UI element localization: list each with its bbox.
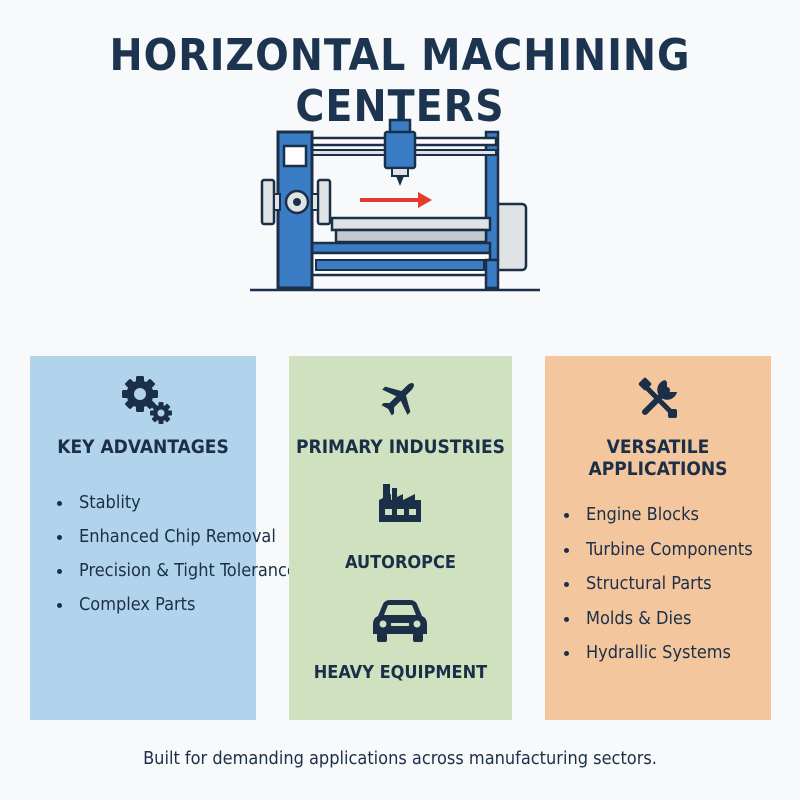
car-icon [373, 600, 427, 642]
industry-label-autoropce: AUTOROPCE [345, 552, 456, 573]
advantages-list: Stablity Enhanced Chip Removal Precision… [57, 486, 305, 622]
list-item: Precision & Tight Tolerances [57, 554, 305, 588]
list-item: Structural Parts [564, 567, 753, 602]
list-item: Molds & Dies [564, 602, 753, 637]
list-item: Engine Blocks [564, 498, 753, 533]
versatile-applications-heading: VERSATILE APPLICATIONS [588, 436, 728, 480]
key-advantages-panel: KEY ADVANTAGES Stablity Enhanced Chip Re… [30, 356, 305, 720]
list-item: Hydrallic Systems [564, 636, 753, 671]
versatile-applications-panel: VERSATILE APPLICATIONS Engine Blocks Tur… [545, 356, 771, 720]
footer-caption: Built for demanding applications across … [143, 748, 657, 769]
page-title: HORIZONTAL MACHINING CENTERS [109, 30, 691, 132]
airplane-icon [381, 383, 414, 416]
industry-label-heavy-equipment: HEAVY EQUIPMENT [313, 662, 488, 683]
wrench-screwdriver-icon [638, 377, 677, 418]
machining-center-illustration [250, 118, 540, 292]
primary-industries-panel: PRIMARY INDUSTRIES AUTOROPCE HEAVY EQUIP… [289, 356, 512, 720]
key-advantages-heading: KEY ADVANTAGES [57, 436, 229, 458]
list-item: Turbine Components [564, 533, 753, 568]
list-item: Stablity [57, 486, 305, 520]
primary-industries-heading: PRIMARY INDUSTRIES [296, 436, 505, 458]
gears-icon [122, 376, 172, 424]
applications-list: Engine Blocks Turbine Components Structu… [564, 498, 753, 671]
factory-icon [379, 484, 421, 522]
list-item: Complex Parts [57, 588, 305, 622]
list-item: Enhanced Chip Removal [57, 520, 305, 554]
